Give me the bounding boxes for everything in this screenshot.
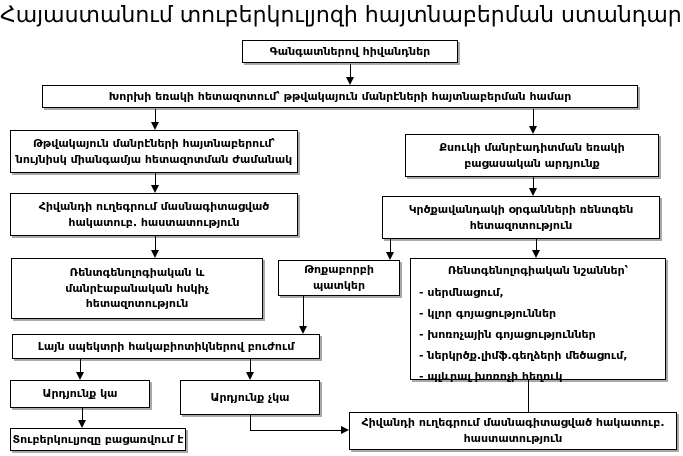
flowchart-box-referral-tb-institution-2: Հիվանդի ուղեգրում մասնագիտացված հակատուբ… [349, 412, 677, 450]
flowchart-box-control-examination: Ռենտգենոլոգիական և մանրէաբանական հսկիչ հ… [11, 258, 263, 319]
arrow-down-icon [78, 420, 86, 428]
arrow-down-icon [151, 185, 159, 193]
box-line: պատկեր [312, 279, 366, 292]
connector-line [390, 239, 391, 253]
flowchart-box-afb-detected: Թթվակայուն մանրէների հայտնաբերում՝ նույն… [10, 130, 298, 173]
flowchart-box-triple-sputum-exam: Խորխի եռակի հետազոտում՝ թթվակայուն մանրէ… [42, 85, 638, 108]
arrow-down-icon [529, 126, 537, 134]
box-line: Քսուկի մանրէադիտման եռակի [439, 140, 625, 154]
arrow-down-icon [76, 372, 84, 380]
box-line: Թթվակայուն մանրէների հայտնաբերում՝ [33, 136, 275, 150]
box-label: Խորխի եռակի հետազոտում՝ թթվակայուն մանրէ… [108, 89, 572, 103]
box-line: հաստատություն [463, 432, 563, 445]
connector-line [80, 359, 81, 373]
flowchart-box-tb-excluded: Տուբերկուլյոզը բացառվում է [10, 428, 186, 451]
connector-line [533, 177, 534, 189]
xray-sign-item: - ներկրծք.լիմֆ.գեղձերի մեծացում, [419, 348, 628, 362]
arrow-down-icon [151, 122, 159, 130]
flowchart-box-result-yes: Արդյունք կա [10, 380, 150, 408]
connector-line [250, 430, 341, 431]
box-line: Հիվանդի ուղեգրում մասնագիտացված [38, 199, 270, 213]
box-line: Ռենտգենոլոգիական և [69, 265, 205, 279]
flowchart-box-referral-tb-institution: Հիվանդի ուղեգրում մասնագիտացված հակատուբ… [10, 193, 298, 236]
box-line: Թոքաբորբի [304, 263, 374, 277]
flowchart-box-chest-xray: Կրծքավանդակի օրգանների ռենտգեն հետազոտու… [382, 196, 660, 239]
flowchart-box-antibiotic-treatment: Լայն սպեկտրի հակաբիոտիկներով բուժում [12, 334, 320, 359]
connector-line [350, 64, 351, 78]
xray-sign-item: - պլևրալ խոռոչի հեղուկ [419, 369, 563, 383]
box-line: բացասական արդյունք [464, 156, 600, 170]
arrow-down-icon [346, 77, 354, 85]
box-line: հակատուբ. հաստատություն [68, 215, 240, 229]
flowchart-box-patients-with-complaints: Գանգատներով հիվանդներ [242, 40, 458, 63]
xray-sign-item: - խոռոչային գոյացություններ [419, 327, 596, 341]
page-title: Հայաստանում տուբերկուլյոզի հայտնաբերման … [0, 3, 683, 28]
box-label: Արդյունք չկա [210, 390, 290, 404]
box-line: Կրծքավանդակի օրգանների ռենտգեն [408, 202, 634, 216]
connector-line [155, 173, 156, 186]
xray-signs-header: Ռենտգենոլոգիական նշաններ՝ [447, 264, 629, 277]
box-line: հետազոտություն [469, 218, 573, 232]
connector-line [250, 359, 251, 373]
connector-line [528, 380, 529, 412]
box-label: Գանգատներով հիվանդներ [269, 44, 431, 58]
connector-line [303, 296, 304, 327]
box-line: Հիվանդի ուղեգրում մասնագիտացված հակատուբ… [361, 416, 665, 430]
box-label: Տուբերկուլյոզը բացառվում է [12, 432, 184, 446]
arrow-down-icon [151, 250, 159, 258]
arrow-down-icon [246, 372, 254, 380]
connector-line [82, 408, 83, 421]
xray-sign-item: - կլոր գոյացություններ [419, 306, 557, 320]
flowchart-box-smear-negative: Քսուկի մանրէադիտման եռակի բացասական արդյ… [405, 134, 659, 177]
arrow-down-icon [299, 326, 307, 334]
flowchart-box-pneumonia-picture: Թոքաբորբի պատկեր [278, 260, 400, 296]
box-line: նույնիսկ միանգամյա հետազոտման ժամանակ [15, 152, 293, 166]
connector-line [155, 109, 156, 123]
arrow-down-icon [532, 250, 540, 258]
flowchart-box-xray-signs: Ռենտգենոլոգիական նշաններ՝ - սերմնացում, … [410, 258, 666, 383]
connector-line [155, 236, 156, 251]
arrow-right-icon [341, 426, 349, 434]
connector-line [533, 109, 534, 127]
flowchart-box-result-no: Արդյունք չկա [180, 380, 320, 415]
box-line: մանրէաբանական հսկիչ [65, 281, 209, 295]
connector-line [250, 415, 251, 431]
box-label: Լայն սպեկտրի հակաբիոտիկներով բուժում [37, 339, 295, 353]
arrow-down-icon [386, 252, 394, 260]
box-line: հետազոտություն [85, 297, 189, 311]
xray-sign-item: - սերմնացում, [419, 285, 504, 299]
connector-line [536, 239, 537, 251]
box-label: Արդյունք կա [42, 387, 118, 401]
arrow-down-icon [529, 188, 537, 196]
